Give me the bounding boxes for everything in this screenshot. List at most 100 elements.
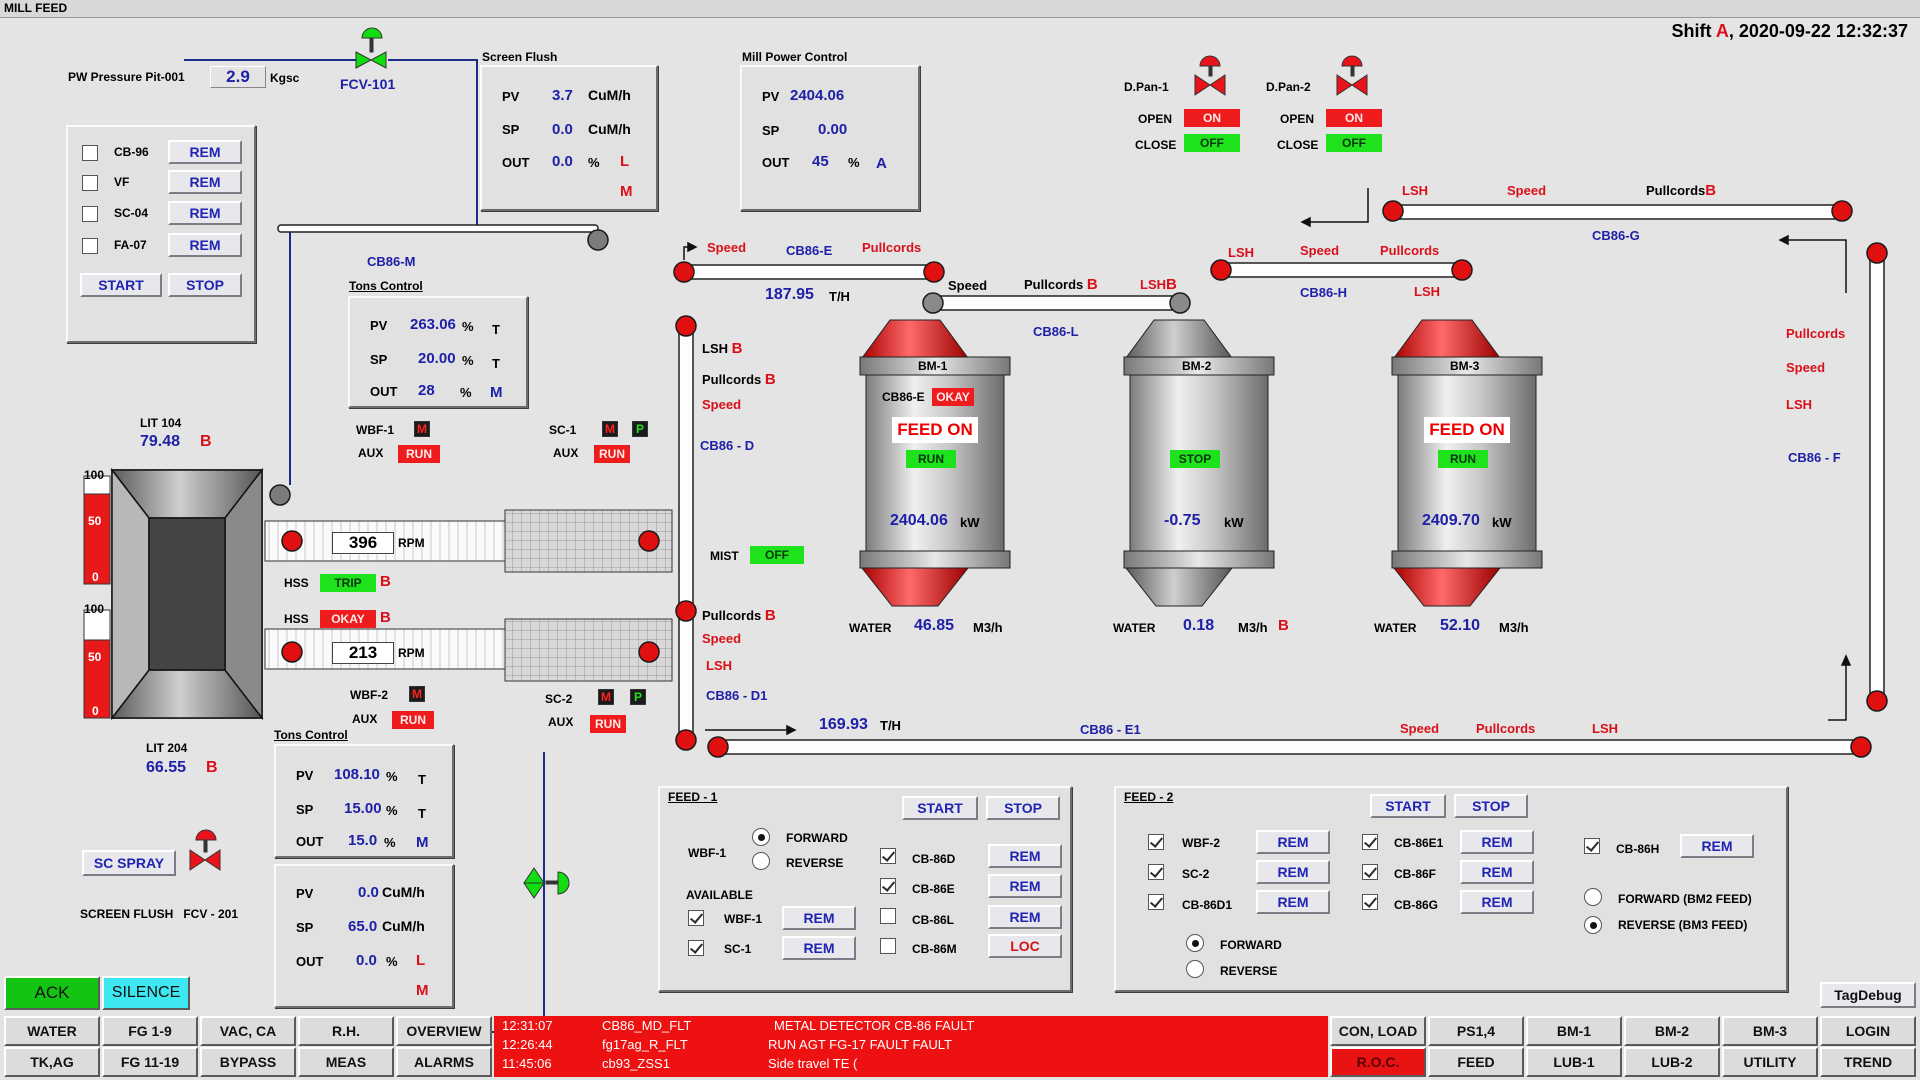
fa07-checkbox[interactable] xyxy=(82,238,98,254)
cb86d-label: CB86 - D xyxy=(700,438,755,453)
feed2-cb86h-button[interactable]: REM xyxy=(1680,834,1754,858)
tagdebug-button[interactable]: TagDebug xyxy=(1820,982,1916,1008)
feed1-reverse-label: REVERSE xyxy=(786,856,844,870)
mill-bm2[interactable]: BM-2 STOP -0.75 kW xyxy=(1124,355,1274,615)
fa07-rem-button[interactable]: REM xyxy=(168,233,242,257)
nav-fg11-19[interactable]: FG 11-19 xyxy=(102,1047,198,1077)
feed2-rev-bm3-radio[interactable] xyxy=(1584,916,1602,934)
feed2-cb86e1-label: CB-86E1 xyxy=(1394,836,1444,850)
out-value: 0.0 xyxy=(552,153,573,170)
mill-cb-state: OKAY xyxy=(932,388,974,406)
feed2-wbf2-button[interactable]: REM xyxy=(1256,830,1330,854)
out-value: 15.0 xyxy=(348,832,378,849)
feed2-cb86d1-checkbox[interactable] xyxy=(1148,894,1164,910)
nav-utility[interactable]: UTILITY xyxy=(1722,1047,1818,1077)
mill-bm3[interactable]: BM-3 FEED ON RUN 2409.70 kW xyxy=(1392,355,1542,615)
feed2-cb86f-button[interactable]: REM xyxy=(1460,860,1534,884)
ack-button[interactable]: ACK xyxy=(4,976,100,1010)
sp-value: 0.00 xyxy=(818,121,848,138)
mill-kw-unit: kW xyxy=(1224,515,1244,530)
silence-button[interactable]: SILENCE xyxy=(102,976,190,1010)
feed2-reverse-radio[interactable] xyxy=(1186,960,1204,978)
nav-trend[interactable]: TREND xyxy=(1820,1047,1916,1077)
feed1-cb86m-button[interactable]: LOC xyxy=(988,934,1062,958)
alarm-banner[interactable]: 12:31:07 CB86_MD_FLT METAL DETECTOR CB-8… xyxy=(494,1016,1328,1077)
feed2-sc2-button[interactable]: REM xyxy=(1256,860,1330,884)
pv-value: 263.06 xyxy=(410,316,456,333)
feed2-cb86e1-button[interactable]: REM xyxy=(1460,830,1534,854)
feed1-cb86l-checkbox[interactable] xyxy=(880,908,896,924)
mill-bm1[interactable]: BM-1 CB86-E OKAY FEED ON RUN 2404.06 kW xyxy=(860,355,1010,615)
nav-bypass[interactable]: BYPASS xyxy=(200,1047,296,1077)
nav-feed[interactable]: FEED xyxy=(1428,1047,1524,1077)
lit204-scale-0: 0 xyxy=(92,704,99,718)
nav-vac-ca[interactable]: VAC, CA xyxy=(200,1016,296,1046)
sc04-label: SC-04 xyxy=(114,206,149,220)
sc04-checkbox[interactable] xyxy=(82,206,98,222)
cb86f-lsh: LSH xyxy=(1786,397,1812,412)
feed1-avail-sc1-checkbox[interactable] xyxy=(688,940,704,956)
pv-value: 0.0 xyxy=(358,884,379,901)
cb96-checkbox[interactable] xyxy=(82,145,98,161)
feed1-cb86e-button[interactable]: REM xyxy=(988,874,1062,898)
nav-lub1[interactable]: LUB-1 xyxy=(1526,1047,1622,1077)
nav-login[interactable]: LOGIN xyxy=(1820,1016,1916,1046)
wbf2-rpm-unit: RPM xyxy=(398,646,425,660)
feed1-reverse-radio[interactable] xyxy=(752,852,770,870)
feed2-cb86e1-checkbox[interactable] xyxy=(1362,834,1378,850)
sp-unit: CuM/h xyxy=(382,918,425,934)
nav-rh[interactable]: R.H. xyxy=(298,1016,394,1046)
feed1-avail-sc1-button[interactable]: REM xyxy=(782,936,856,960)
nav-lub2[interactable]: LUB-2 xyxy=(1624,1047,1720,1077)
lit204-scale-100: 100 xyxy=(84,602,105,616)
feed2-forward-radio[interactable] xyxy=(1186,934,1204,952)
feed1-forward-radio[interactable] xyxy=(752,828,770,846)
nav-bm2[interactable]: BM-2 xyxy=(1624,1016,1720,1046)
feed1-stop-button[interactable]: STOP xyxy=(986,796,1060,820)
feed2-stop-button[interactable]: STOP xyxy=(1454,794,1528,818)
feed2-sc2-checkbox[interactable] xyxy=(1148,864,1164,880)
feed2-cb86f-checkbox[interactable] xyxy=(1362,864,1378,880)
feed2-wbf2-checkbox[interactable] xyxy=(1148,834,1164,850)
nav-bm3[interactable]: BM-3 xyxy=(1722,1016,1818,1046)
nav-roc[interactable]: R.O.C. xyxy=(1330,1047,1426,1077)
feed1-avail-wbf1-button[interactable]: REM xyxy=(782,906,856,930)
feed2-cb86g-checkbox[interactable] xyxy=(1362,894,1378,910)
feed2-fwd-bm2-radio[interactable] xyxy=(1584,888,1602,906)
lit104-scale-50: 50 xyxy=(88,514,102,528)
feed1-cb86d-button[interactable]: REM xyxy=(988,844,1062,868)
feed2-cb86d1-label: CB-86D1 xyxy=(1182,898,1233,912)
lit204-scale-50: 50 xyxy=(88,650,102,664)
feed2-start-button[interactable]: START xyxy=(1370,794,1446,818)
cb86e1-label: CB86 - E1 xyxy=(1080,722,1141,737)
feed2-cb86h-checkbox[interactable] xyxy=(1584,838,1600,854)
nav-meas[interactable]: MEAS xyxy=(298,1047,394,1077)
feed1-cb86m-checkbox[interactable] xyxy=(880,938,896,954)
feed2-cb86g-button[interactable]: REM xyxy=(1460,890,1534,914)
sc-spray-button[interactable]: SC SPRAY xyxy=(82,850,176,876)
hss2-mode: B xyxy=(380,609,391,626)
mode-m: M xyxy=(416,982,429,999)
nav-tk-ag[interactable]: TK,AG xyxy=(4,1047,100,1077)
sc04-rem-button[interactable]: REM xyxy=(168,201,242,225)
feed1-cb86e-checkbox[interactable] xyxy=(880,878,896,894)
cb-stop-button[interactable]: STOP xyxy=(168,273,242,297)
feed1-cb86l-button[interactable]: REM xyxy=(988,905,1062,929)
nav-alarms[interactable]: ALARMS xyxy=(396,1047,492,1077)
vf-rem-button[interactable]: REM xyxy=(168,170,242,194)
feed2-cb86d1-button[interactable]: REM xyxy=(1256,890,1330,914)
lit104-scale-0: 0 xyxy=(92,570,99,584)
nav-water[interactable]: WATER xyxy=(4,1016,100,1046)
cb96-rem-button[interactable]: REM xyxy=(168,140,242,164)
cb-start-button[interactable]: START xyxy=(80,273,162,297)
feed1-cb86d-checkbox[interactable] xyxy=(880,848,896,864)
feed1-start-button[interactable]: START xyxy=(902,796,978,820)
nav-ps14[interactable]: PS1,4 xyxy=(1428,1016,1524,1046)
nav-fg1-9[interactable]: FG 1-9 xyxy=(102,1016,198,1046)
feed1-avail-wbf1-checkbox[interactable] xyxy=(688,910,704,926)
pw-pressure-unit: Kgsc xyxy=(270,71,300,85)
nav-overview[interactable]: OVERVIEW xyxy=(396,1016,492,1046)
vf-checkbox[interactable] xyxy=(82,175,98,191)
nav-con-load[interactable]: CON, LOAD xyxy=(1330,1016,1426,1046)
nav-bm1[interactable]: BM-1 xyxy=(1526,1016,1622,1046)
